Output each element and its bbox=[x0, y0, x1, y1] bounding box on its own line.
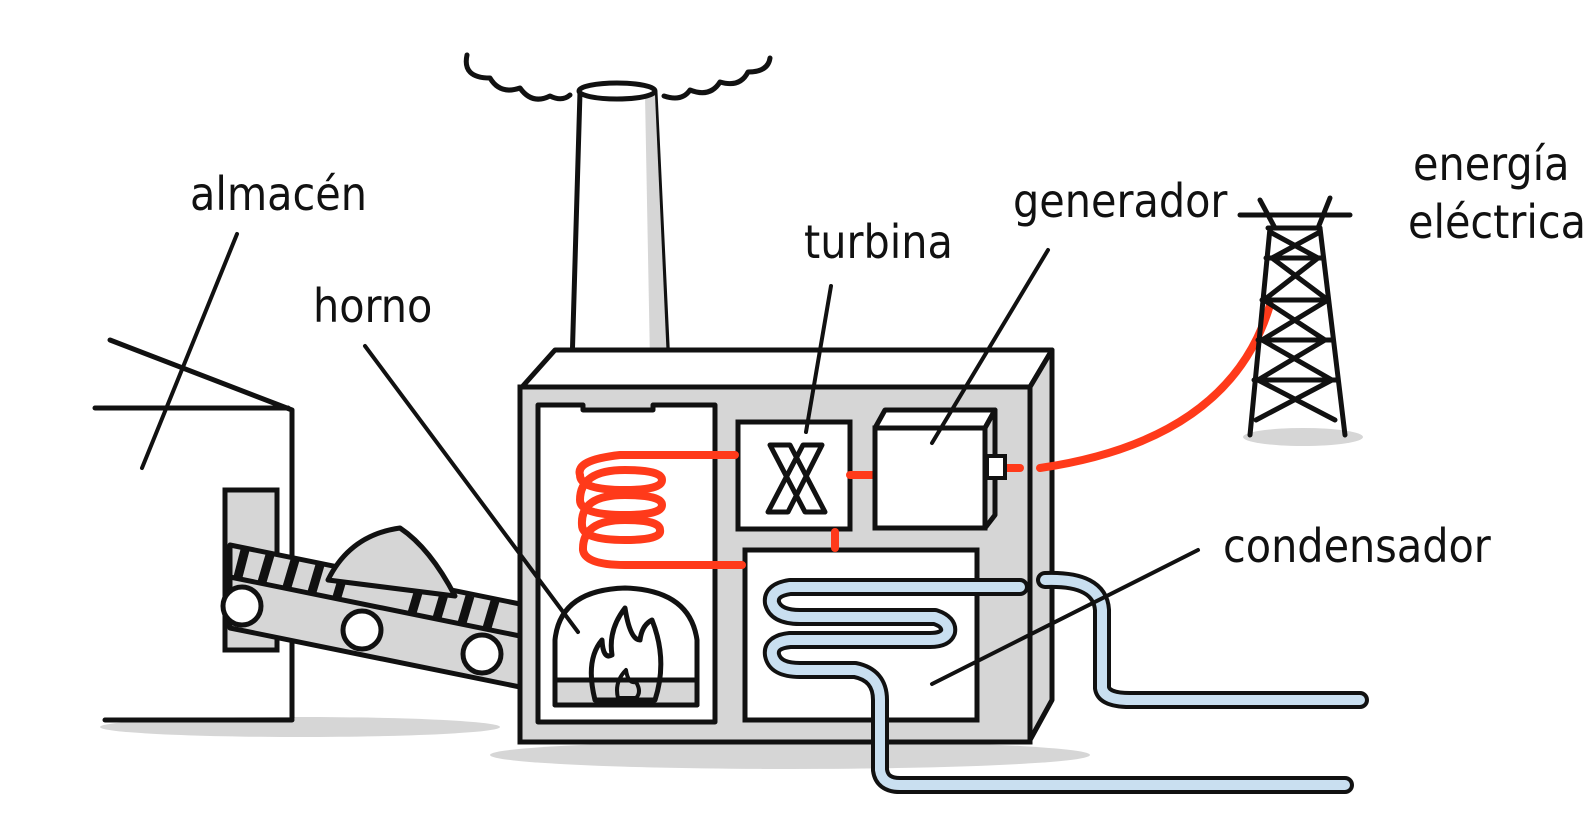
label-turbina: turbina bbox=[804, 215, 953, 269]
label-horno: horno bbox=[313, 279, 432, 333]
leader-turbina bbox=[804, 284, 833, 434]
smoke-right bbox=[661, 55, 773, 101]
smoke-left bbox=[463, 52, 573, 102]
leader-generador bbox=[930, 248, 1050, 445]
label-energia-line1: energía bbox=[1413, 137, 1570, 191]
leader-condensador bbox=[930, 548, 1200, 686]
leader-horno bbox=[363, 344, 580, 634]
label-energia-line2: eléctrica bbox=[1408, 195, 1586, 249]
flame-icon bbox=[588, 605, 664, 703]
transmission-tower-icon bbox=[1237, 195, 1353, 438]
generator-icon bbox=[872, 407, 1007, 531]
furnace bbox=[552, 585, 700, 708]
label-condensador: condensador bbox=[1223, 519, 1492, 573]
coal-pile bbox=[325, 525, 458, 599]
label-almacen: almacén bbox=[190, 167, 367, 221]
conveyor-belt bbox=[220, 525, 528, 691]
leader-lines bbox=[140, 232, 1200, 686]
chimney bbox=[463, 52, 773, 368]
storage-building bbox=[92, 337, 295, 723]
condenser-pipes bbox=[762, 570, 1369, 794]
turbine-icon bbox=[765, 442, 828, 515]
label-generador: generador bbox=[1013, 174, 1228, 228]
leader-almacen bbox=[140, 232, 239, 470]
